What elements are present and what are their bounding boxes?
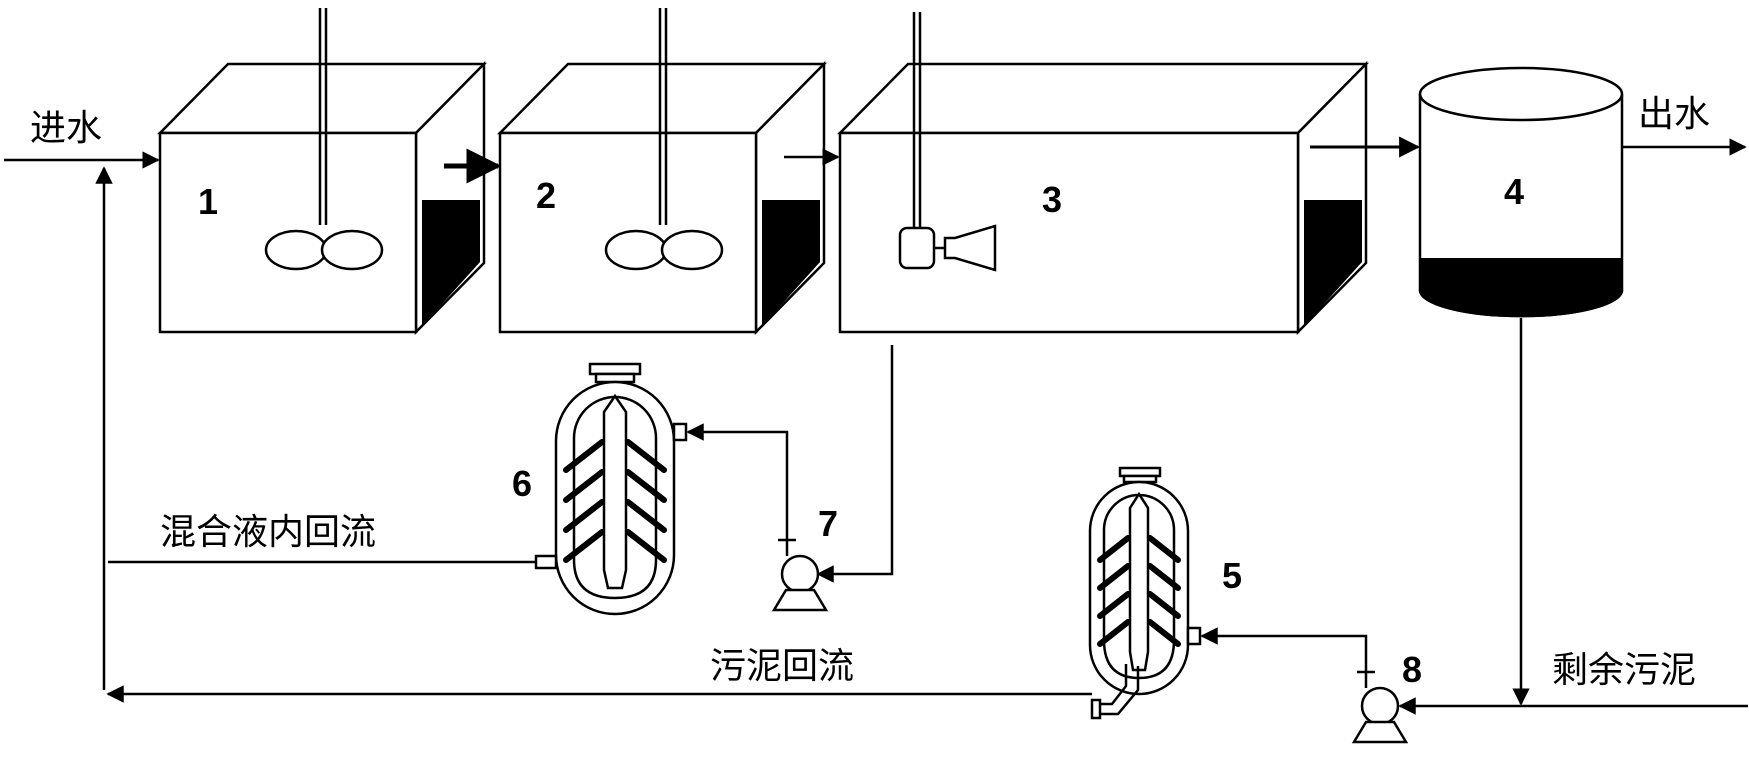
tank-3 [837, 12, 1369, 336]
tank-1-number: 1 [198, 181, 218, 222]
pump7-to-reactor6-line [686, 423, 789, 540]
reactor-5 [1088, 466, 1202, 720]
tank-2 [497, 8, 827, 336]
pump-8 [1351, 670, 1409, 744]
pump8-to-reactor5-line [1200, 627, 1368, 672]
influent-label: 进水 [30, 108, 102, 149]
pump-8-number: 8 [1402, 649, 1422, 690]
tank3-to-pump7-line [816, 345, 894, 583]
reactor-5-number: 5 [1222, 555, 1242, 596]
clarifier-4 [1418, 66, 1624, 318]
mixed-liquor-recycle-label: 混合液内回流 [160, 512, 376, 553]
tank-1 [157, 8, 487, 336]
clarifier-4-number: 4 [1504, 171, 1524, 212]
reactor-6 [534, 362, 688, 616]
excess-sludge-label: 剩余污泥 [1552, 650, 1696, 691]
sludge-return-label: 污泥回流 [710, 646, 854, 687]
tank-2-number: 2 [536, 175, 556, 216]
effluent-label: 出水 [1638, 94, 1710, 135]
reactor-6-number: 6 [512, 463, 532, 504]
pump-7 [771, 538, 829, 612]
tank-3-number: 3 [1042, 179, 1062, 220]
pump-7-number: 7 [818, 503, 838, 544]
